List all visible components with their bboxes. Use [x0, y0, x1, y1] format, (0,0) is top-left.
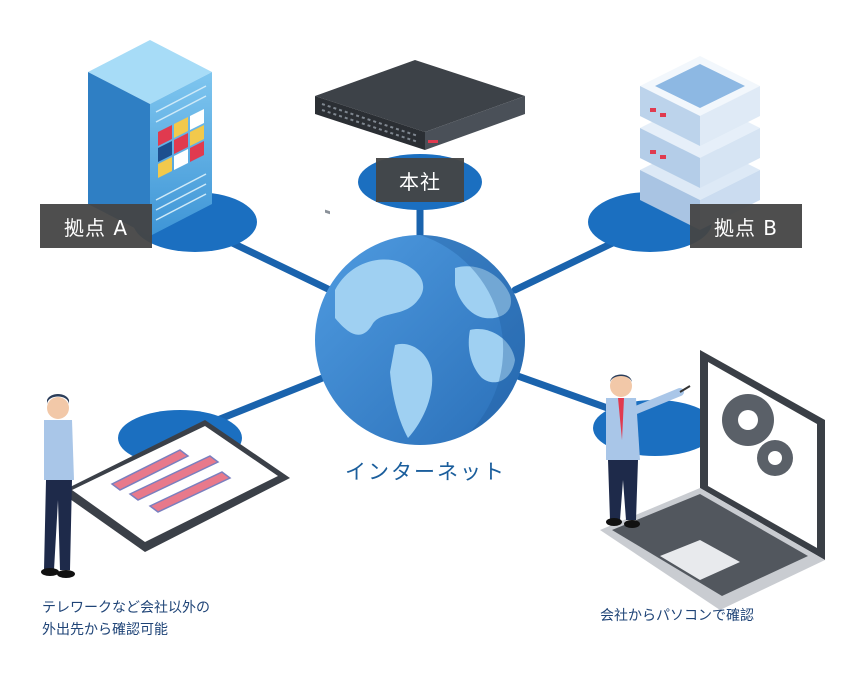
caption-telework-line1: テレワークなど会社以外の	[42, 600, 210, 616]
presenter-icon	[606, 374, 691, 528]
caption-pc: 会社からパソコンで確認	[600, 608, 754, 624]
tablet-bars	[110, 449, 232, 513]
globe-icon	[315, 235, 525, 445]
caption-telework: テレワークなど会社以外の 外出先から確認可能	[42, 597, 210, 641]
server-stack-icon	[640, 56, 760, 230]
internet-label: インターネット	[345, 460, 506, 484]
server-rack-icon	[88, 40, 212, 236]
tablet-icon	[60, 420, 290, 552]
label-kyoten-a: 拠点 A	[40, 204, 152, 248]
network-switch-icon	[315, 60, 525, 215]
laptop-icon	[600, 350, 825, 610]
caption-telework-line2: 外出先から確認可能	[42, 622, 168, 638]
label-kyoten-b: 拠点 B	[690, 204, 802, 248]
label-honsha: 本社	[376, 158, 464, 202]
gear-icon	[722, 394, 793, 476]
person-icon	[41, 394, 75, 578]
